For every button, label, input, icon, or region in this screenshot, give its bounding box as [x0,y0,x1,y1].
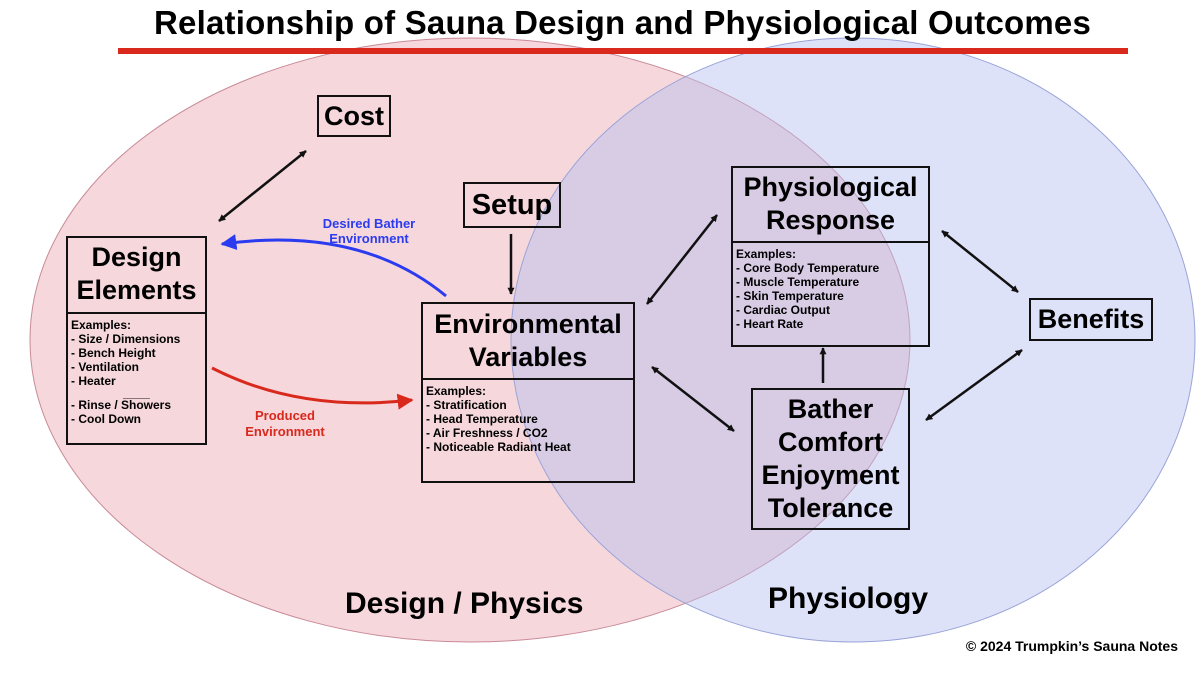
label-desired-environment: Desired Bather Environment [304,216,434,246]
example-item: - Head Temperature [426,412,538,426]
node-setup-title: Setup [471,189,553,221]
node-environmental-examples: Examples: - Stratification - Head Temper… [423,378,633,458]
node-physiological-response: Physiological Response Examples: - Core … [731,166,930,347]
arrow-produced-environment [211,366,414,410]
region-label-physiology: Physiology [768,582,929,615]
copyright-notice: © 2024 Trumpkin’s Sauna Notes [965,638,1178,654]
title-underline [118,48,1128,54]
node-physiological-title-line1: Physiological [743,172,918,202]
node-design-title-line2: Elements [76,275,197,305]
diagram-title: Relationship of Sauna Design and Physiol… [154,4,1091,41]
examples-label: Examples: [426,384,487,398]
node-environmental-title: Environmental Variables [423,304,633,378]
node-design-title-line1: Design [91,242,182,272]
arrow-cost-design [218,150,307,222]
example-item: - Heater [71,374,116,388]
example-item: - Noticeable Radiant Heat [426,440,571,454]
node-bather-title: Bather Comfort Enjoyment Tolerance [753,390,908,525]
label-desired-line2: Environment [329,231,409,246]
example-item: - Core Body Temperature [736,261,880,275]
node-bather-line: Bather [787,394,874,424]
node-physiological-examples: Examples: - Core Body Temperature - Musc… [733,241,928,335]
label-produced-environment: Produced Environment [225,408,345,440]
node-environmental-title-line1: Environmental [434,309,622,339]
example-item: - Stratification [426,398,507,412]
node-design-examples: Examples: - Size / Dimensions - Bench He… [68,312,205,430]
example-item: - Rinse / Showers [71,398,172,412]
node-cost-title: Cost [324,101,384,131]
arrow-bather-benefits [925,348,1023,422]
node-physiological-title-line2: Response [765,205,896,235]
example-item: - Skin Temperature [736,289,844,303]
label-desired-line1: Desired Bather [322,216,416,231]
node-design-title: Design Elements [68,238,205,312]
node-environmental-variables: Environmental Variables Examples: - Stra… [421,302,635,483]
arrow-environmental-bather [651,366,735,432]
node-benefits-title: Benefits [1037,304,1145,334]
arrow-physiological-benefits [941,230,1019,293]
example-item: - Muscle Temperature [736,275,860,289]
example-item: - Size / Dimensions [71,332,181,346]
label-produced-line1: Produced [255,408,315,423]
node-bather-comfort: Bather Comfort Enjoyment Tolerance [751,388,910,530]
examples-label: Examples: [736,247,797,261]
node-bather-line: Tolerance [767,493,894,523]
node-physiological-title: Physiological Response [733,168,928,241]
node-bather-line: Enjoyment [761,460,900,490]
node-bather-line: Comfort [778,427,883,457]
example-item: - Bench Height [71,346,156,360]
example-item: - Heart Rate [736,317,804,331]
node-benefits: Benefits [1029,298,1153,341]
physiology-circle [510,37,1196,643]
example-item: - Ventilation [71,360,140,374]
node-design-elements: Design Elements Examples: - Size / Dimen… [66,236,207,445]
node-environmental-title-line2: Variables [468,342,588,372]
example-separator: ____ [123,386,150,400]
examples-label: Examples: [71,318,132,332]
node-setup: Setup [463,182,561,228]
example-item: - Air Freshness / CO2 [426,426,548,440]
example-item: - Cardiac Output [736,303,831,317]
region-label-design-physics: Design / Physics [345,587,584,620]
arrow-environmental-physiological [646,214,718,305]
node-cost: Cost [317,95,391,137]
example-item: - Cool Down [71,412,141,426]
arrow-desired-environment [220,234,447,298]
label-produced-line2: Environment [245,424,325,439]
